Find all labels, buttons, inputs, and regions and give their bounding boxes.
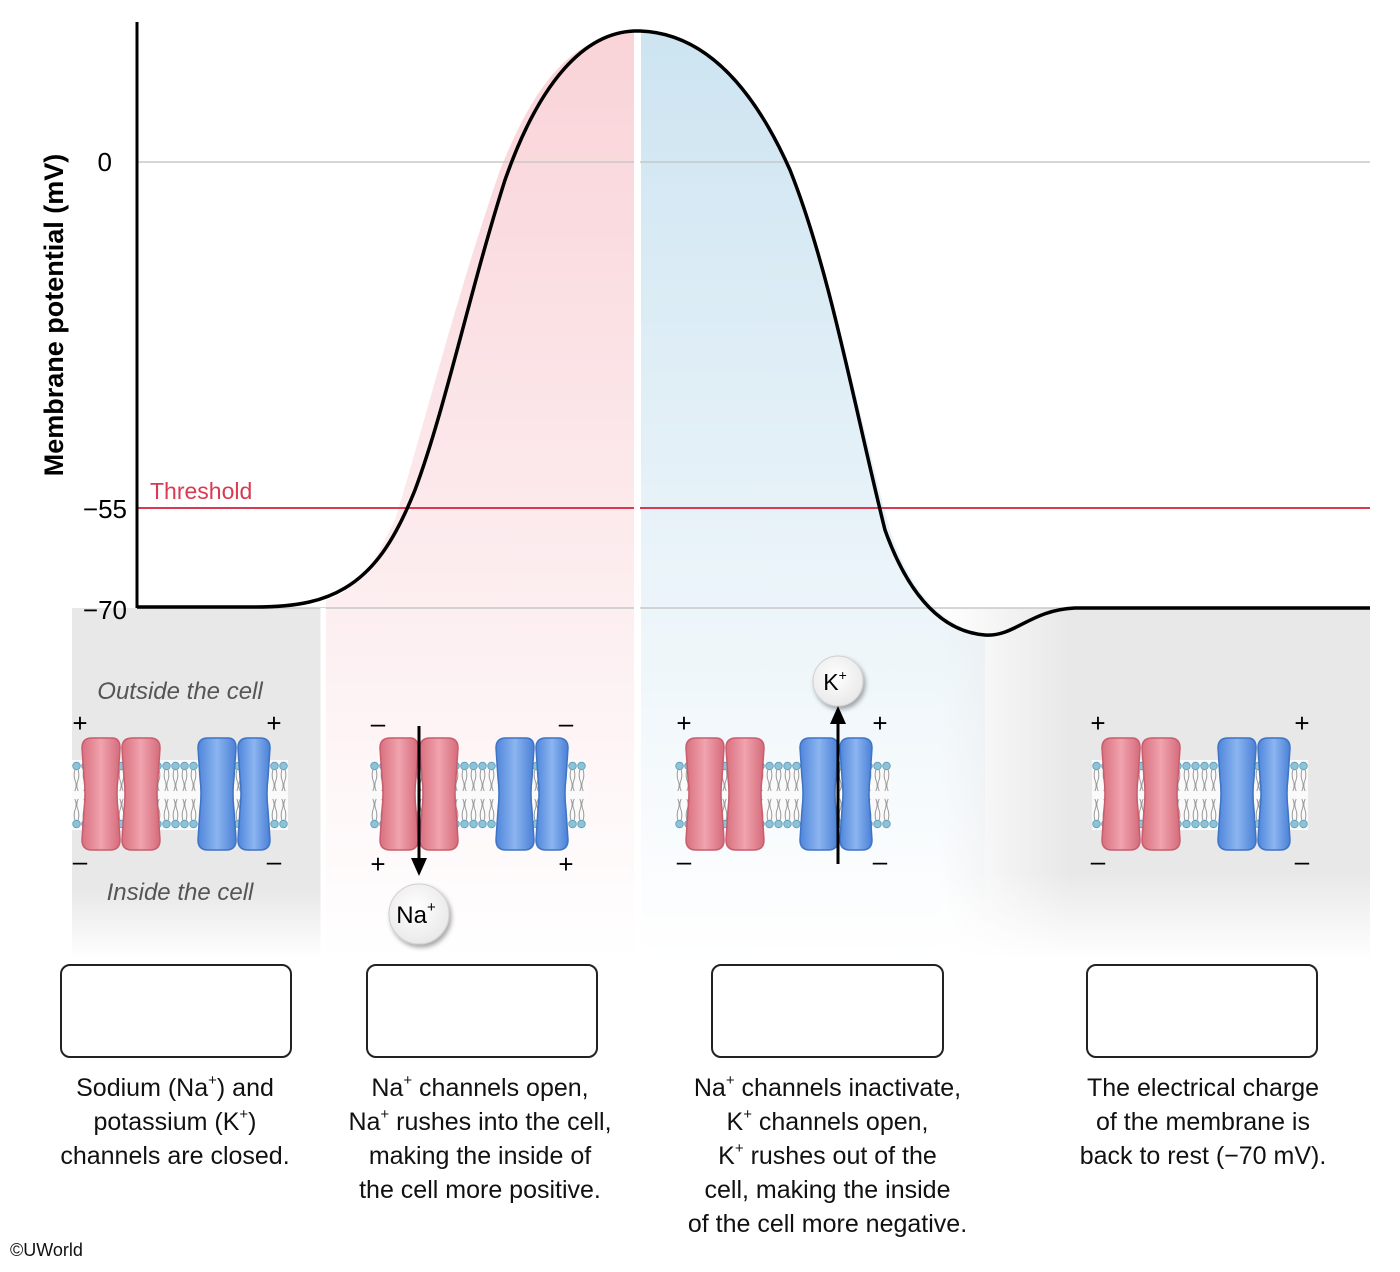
caption-line: cell, making the inside bbox=[704, 1176, 951, 1204]
caption-line: K+ channels open, bbox=[726, 1106, 929, 1136]
caption-line: making the inside of bbox=[368, 1142, 592, 1170]
repolarization-band bbox=[641, 33, 985, 960]
answer-box-3[interactable] bbox=[711, 964, 944, 1058]
answer-box-2[interactable] bbox=[366, 964, 598, 1058]
caption-line: Na+ channels inactivate, bbox=[693, 1072, 962, 1102]
caption-depolarization: Na+ channels open, Na+ rushes into the ce… bbox=[320, 1071, 640, 1207]
charge-minus: – bbox=[677, 846, 692, 876]
charge-plus: + bbox=[872, 708, 887, 738]
tick-label-0: 0 bbox=[98, 147, 112, 177]
charge-plus: + bbox=[1294, 708, 1309, 738]
depolarization-band bbox=[326, 33, 634, 960]
copyright-label: ©UWorld bbox=[10, 1240, 83, 1260]
charge-minus: – bbox=[1091, 846, 1106, 876]
na-ion bbox=[388, 883, 450, 945]
charge-minus: – bbox=[1295, 846, 1310, 876]
caption-line: The electrical charge bbox=[1086, 1074, 1320, 1102]
tick-label-minus-70: −70 bbox=[83, 595, 127, 625]
caption-return-to-rest: The electrical charge of the membrane is b… bbox=[1048, 1071, 1358, 1173]
panel-repolarization: + + – – K+ bbox=[675, 655, 891, 876]
panel-depolarization: – – + + Na+ bbox=[370, 708, 586, 945]
panel-return-to-rest: + + – – bbox=[1090, 708, 1309, 876]
outside-cell-label: Outside the cell bbox=[97, 678, 263, 705]
caption-line: channels are closed. bbox=[60, 1142, 290, 1170]
charge-plus: + bbox=[72, 708, 87, 738]
charge-plus: + bbox=[558, 849, 573, 879]
k-ion-label: K+ bbox=[823, 667, 847, 695]
tick-label-minus-55: −55 bbox=[83, 494, 127, 524]
answer-box-1[interactable] bbox=[60, 964, 292, 1058]
answer-box-4[interactable] bbox=[1086, 964, 1318, 1058]
y-axis-label: Membrane potential (mV) bbox=[39, 154, 69, 477]
threshold-label: Threshold bbox=[150, 478, 252, 504]
k-efflux-arrowhead bbox=[830, 706, 846, 724]
panel-resting: Outside the cell Inside the cell + + – – bbox=[72, 678, 288, 906]
caption-repolarization: Na+ channels inactivate, K+ channels open… bbox=[660, 1071, 995, 1241]
caption-line: of the cell more negative. bbox=[687, 1210, 968, 1238]
charge-plus: + bbox=[676, 708, 691, 738]
caption-resting: Sodium (Na+) and potassium (K+) channels a… bbox=[20, 1071, 330, 1173]
charge-plus: + bbox=[370, 849, 385, 879]
k-ion bbox=[812, 655, 864, 707]
caption-line: back to rest (−70 mV). bbox=[1079, 1142, 1327, 1170]
caption-line: Na+ channels open, bbox=[371, 1072, 589, 1102]
caption-line: K+ rushes out of the bbox=[718, 1140, 937, 1170]
charge-plus: + bbox=[266, 708, 281, 738]
phase-bands bbox=[72, 33, 1370, 960]
na-influx-arrowhead bbox=[411, 858, 427, 876]
caption-line: Sodium (Na+) and bbox=[76, 1072, 274, 1102]
charge-minus: – bbox=[371, 708, 386, 738]
charge-minus: – bbox=[267, 846, 282, 876]
caption-line: Na+ rushes into the cell, bbox=[348, 1106, 612, 1136]
charge-minus: – bbox=[73, 846, 88, 876]
caption-line: of the membrane is bbox=[1096, 1108, 1310, 1136]
charge-minus: – bbox=[559, 708, 574, 738]
caption-line: potassium (K+) bbox=[93, 1106, 257, 1136]
charge-plus: + bbox=[1090, 708, 1105, 738]
inside-cell-label: Inside the cell bbox=[107, 879, 254, 906]
action-potential-curve bbox=[137, 29, 1370, 637]
na-ion-label: Na+ bbox=[396, 899, 436, 929]
caption-line: the cell more positive. bbox=[359, 1176, 601, 1204]
charge-minus: – bbox=[873, 846, 888, 876]
